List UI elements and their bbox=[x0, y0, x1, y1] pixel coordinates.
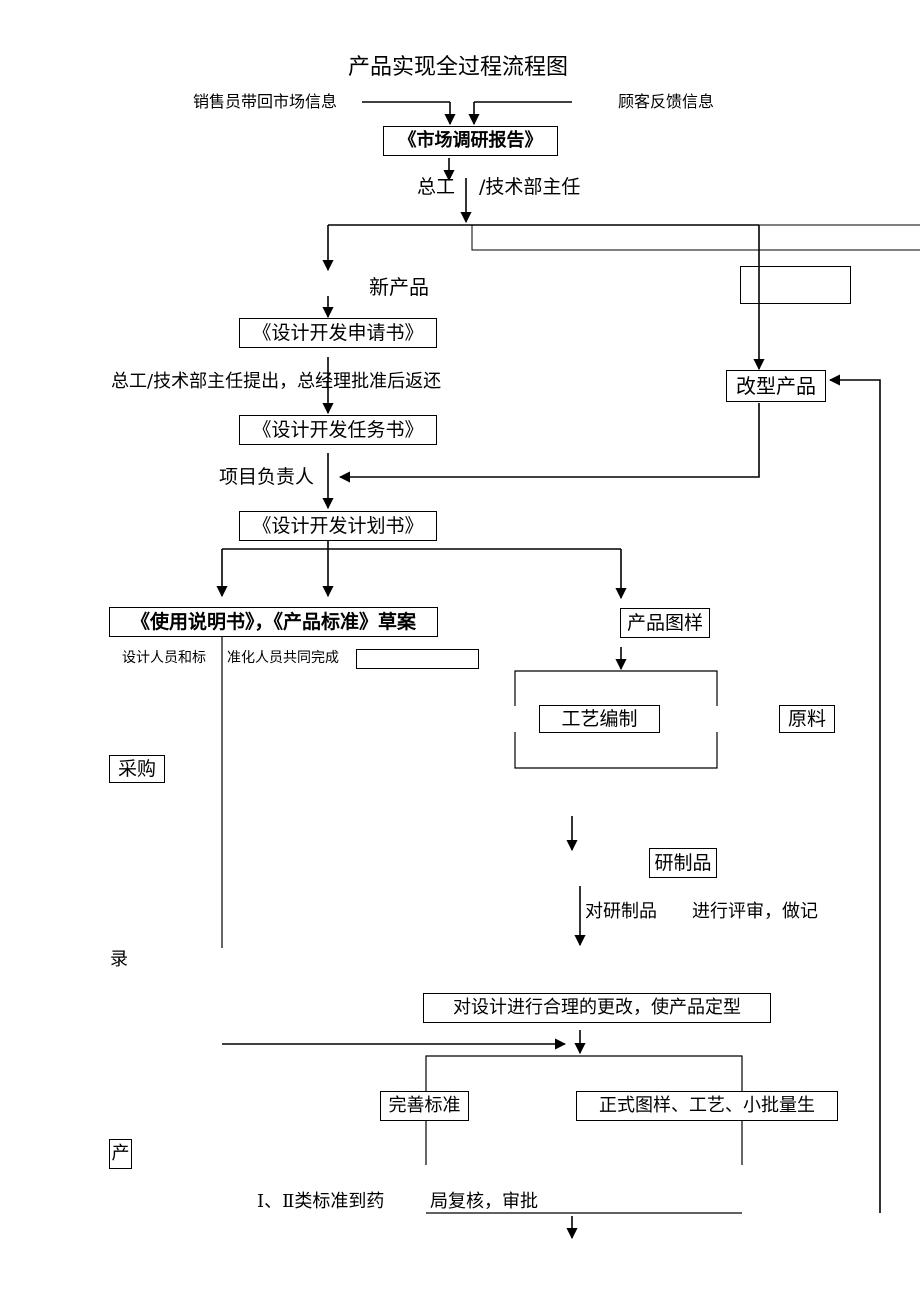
modified-product-box: 改型产品 bbox=[726, 370, 826, 402]
empty-box bbox=[740, 266, 851, 304]
prototype-box: 研制品 bbox=[649, 848, 717, 878]
sales-info-label: 销售员带回市场信息 bbox=[193, 92, 338, 111]
process-bracket-bottom bbox=[514, 732, 718, 769]
customer-feedback-label: 顾客反馈信息 bbox=[618, 92, 715, 111]
manual-note-blank-box bbox=[356, 649, 479, 669]
approval-note: 总工/技术部主任提出，总经理批准后返还 bbox=[111, 371, 442, 392]
production-tail-box: 产 bbox=[109, 1139, 132, 1169]
design-task-box: 《设计开发任务书》 bbox=[239, 415, 437, 445]
purchase-box: 采购 bbox=[109, 755, 165, 783]
improve-standard-box: 完善标准 bbox=[380, 1091, 469, 1121]
feedback-loop-line bbox=[828, 374, 881, 1213]
manual-note-part1: 设计人员和标 bbox=[122, 650, 206, 666]
product-drawing-box: 产品图样 bbox=[620, 608, 710, 638]
new-product-label: 新产品 bbox=[369, 275, 429, 299]
market-report-box: 《市场调研报告》 bbox=[383, 126, 558, 156]
authority-review-part1: Ⅰ、Ⅱ类标准到药 bbox=[257, 1191, 385, 1212]
tech-director-label: /技术部主任 bbox=[479, 176, 581, 198]
page-title: 产品实现全过程流程图 bbox=[348, 55, 569, 80]
manual-note-part2: 准化人员共同完成 bbox=[227, 650, 339, 666]
design-plan-box: 《设计开发计划书》 bbox=[239, 511, 437, 541]
review-note-part2: 进行评审，做记 bbox=[692, 901, 818, 922]
modified-to-leader-line bbox=[338, 403, 760, 483]
authority-review-part2: 局复核，审批 bbox=[430, 1191, 538, 1212]
manual-standard-box: 《使用说明书》，《产品标准》草案 bbox=[109, 607, 438, 637]
formal-production-box: 正式图样、工艺、小批量生 bbox=[576, 1091, 838, 1121]
record-tail: 录 bbox=[110, 949, 128, 970]
process-bracket-top bbox=[514, 670, 718, 706]
split-box-top bbox=[425, 1055, 743, 1091]
review-note-part1: 对研制品 bbox=[585, 901, 657, 922]
raw-material-box: 原料 bbox=[779, 705, 835, 733]
chief-engineer-label: 总工 bbox=[417, 176, 456, 198]
offset-outline-line bbox=[471, 225, 920, 251]
design-application-box: 《设计开发申请书》 bbox=[239, 318, 437, 348]
design-change-box: 对设计进行合理的更改，使产品定型 bbox=[423, 993, 771, 1023]
project-leader-label: 项目负责人 bbox=[219, 466, 315, 488]
process-prep-box: 工艺编制 bbox=[539, 705, 660, 733]
